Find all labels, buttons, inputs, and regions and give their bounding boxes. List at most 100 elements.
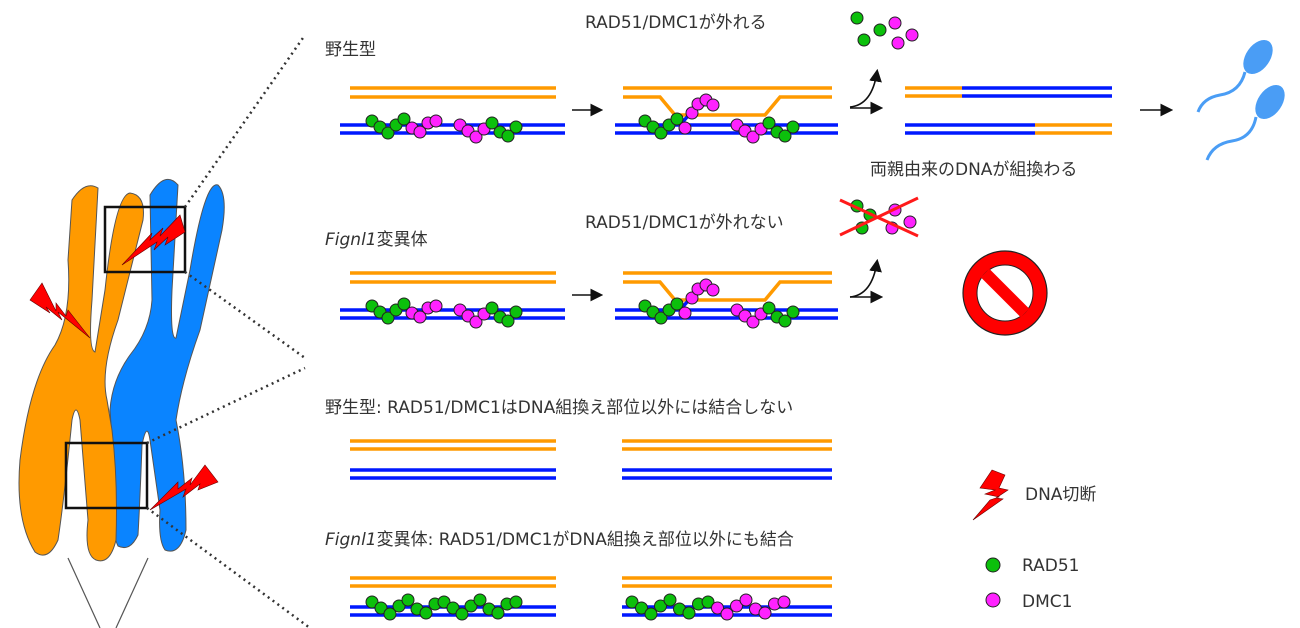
dmc1-bead [685,291,699,305]
rad51-bead [509,595,523,609]
rad51-bead [635,601,648,615]
rad51-bead [392,599,406,613]
dmc1-bead [730,599,743,613]
dmc1-bead [905,28,919,42]
orange-chromosome [18,185,144,562]
dmc1-bead [891,36,905,50]
rad51-bead [509,305,523,319]
prohibited-icon [962,250,1048,336]
dmc1-bead [413,125,427,139]
rad51-bead [663,593,677,607]
bracket-line [115,557,149,628]
rad51-bead [786,120,800,134]
rad51-bead [850,11,864,25]
rad51-bead [437,595,451,609]
mutant-label: Fignl1変異体 [325,230,428,250]
rad51-bead [644,607,658,621]
lightning-bolt-icon [121,214,186,266]
wild-type-binding-label: 野生型: RAD51/DMC1はDNA組換え部位以外には結合しない [325,398,793,418]
dmc1-bead [429,114,443,128]
protein-beads [365,11,919,621]
rad51-bead [365,595,379,609]
dmc1-bead [758,606,772,620]
rad51-bead [670,297,684,311]
dmc1-bead [678,121,692,135]
rad51-bead [419,606,433,620]
sperm-icon [1196,39,1285,161]
legend: DNA切断 RAD51 DMC1 [972,469,1096,612]
arrows [572,68,1174,304]
lightning-bolt-icon [149,464,219,511]
zoom-guide-lines [146,34,311,628]
rad51-bead [509,120,523,134]
curved-arrow-up [849,258,882,298]
rad51-legend-icon [985,557,1001,573]
rad51-bead [473,593,487,607]
rad51-bead [873,23,887,37]
lightning-bolt-icon [29,282,91,339]
rad51-bead [625,595,639,609]
rad51-bead [455,607,469,621]
invading-orange-strand [623,280,832,302]
recombination-result-label: 両親由来のDNAが組換わる [870,160,1077,180]
dmc1-bead [469,315,483,329]
legend-dmc1: DMC1 [1022,592,1072,612]
dmc1-bead [720,607,734,621]
zoom-box-lower [64,441,149,510]
zoom-box-upper [103,205,187,274]
rad51-bead [701,595,715,609]
invading-orange-strand [623,95,832,117]
dmc1-bead [746,315,760,329]
rad51-bead [401,593,415,607]
rad51-bead [654,126,668,140]
no-release-label: RAD51/DMC1が外れない [585,213,784,233]
rad51-bead [485,301,499,315]
release-label: RAD51/DMC1が外れる [585,13,767,33]
dmc1-bead [413,310,427,324]
mutant-binding-label: Fignl1変異体: RAD51/DMC1がDNA組換え部位以外にも結合 [325,530,794,550]
rad51-bead [491,606,505,620]
homologous-chromosomes [18,34,311,628]
rad51-bead [397,297,411,311]
rad51-bead [501,314,515,328]
rad51-bead [446,601,460,615]
dmc1-legend-icon [985,592,1001,608]
dmc1-bead [429,299,443,313]
rad51-bead [654,311,668,325]
rad51-bead [682,606,696,620]
dmc1-bead [739,593,753,607]
rad51-bead [501,129,515,143]
rad51-bead [383,607,397,621]
rad51-bead [762,116,776,130]
wild-type-label: 野生型 [325,40,376,60]
legend-rad51: RAD51 [1022,556,1079,576]
rad51-bead [464,599,478,613]
rad51-bead [381,126,395,140]
dna-strands [340,86,1112,617]
rad51-bead [778,314,792,328]
lightning-bolt-icon [972,469,1009,521]
dmc1-bead [903,215,917,229]
rad51-bead [654,599,667,613]
rad51-bead [374,601,388,615]
curved-arrow-up [849,68,882,108]
rad51-bead [857,33,871,47]
dmc1-bead [469,130,483,144]
dmc1-bead [678,306,692,320]
dmc1-bead [706,283,720,297]
dmc1-bead [711,601,724,615]
dmc1-bead [746,130,760,144]
bracket-line [67,557,101,628]
legend-dna-break: DNA切断 [1025,485,1096,505]
rad51-bead [381,311,395,325]
dmc1-bead [706,98,720,112]
cross-out-icon [839,196,919,238]
dmc1-bead [777,595,791,609]
rad51-bead [485,116,499,130]
dmc1-bead [685,106,699,120]
rad51-bead [786,305,800,319]
rad51-bead [778,129,792,143]
rad51-bead [397,112,411,126]
dmc1-bead [888,16,902,30]
